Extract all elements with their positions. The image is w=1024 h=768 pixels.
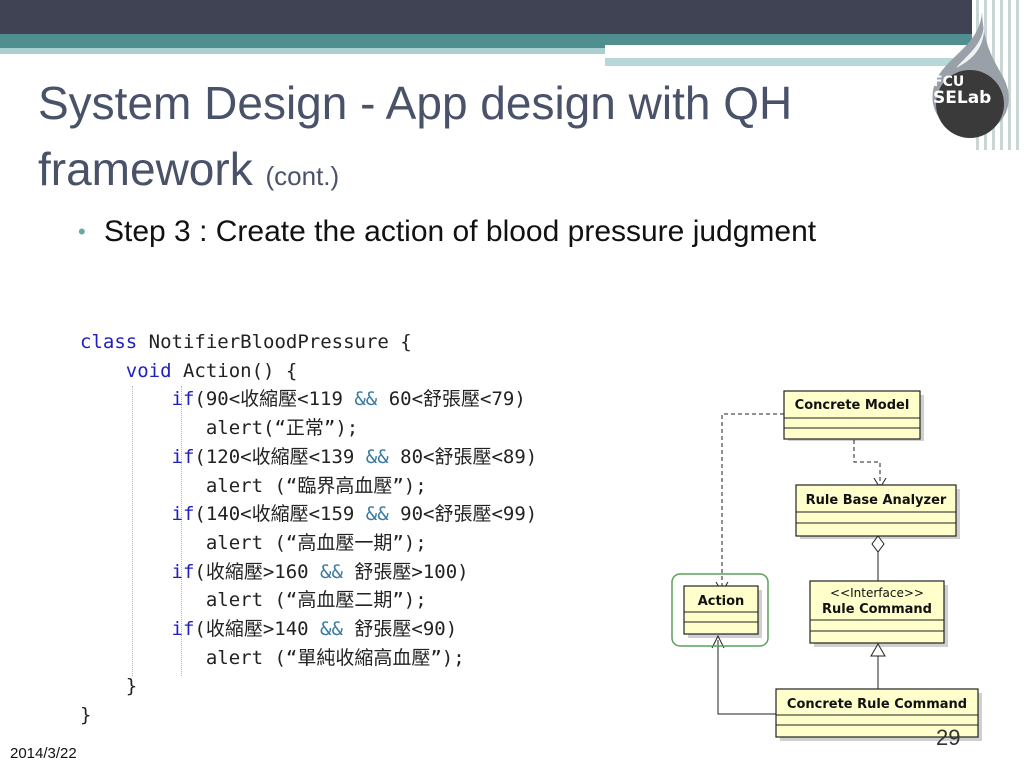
- logo-text: FCU SELab: [933, 74, 993, 108]
- code-line-6: alert (“臨界高血壓”);: [205, 474, 427, 497]
- uml-label-concrete-rule-command: Concrete Rule Command: [787, 697, 967, 712]
- bullet-dot-icon: •: [78, 219, 86, 244]
- uml-class-concrete-model: Concrete Model: [783, 390, 921, 440]
- header-band-teal: [0, 34, 1024, 48]
- code-block: class NotifierBloodPressure { void Actio…: [80, 328, 537, 730]
- code-line-7: if(140<收縮壓<159 && 90<舒張壓<99): [171, 503, 538, 526]
- slide-date: 2014/3/22: [10, 745, 77, 762]
- code-line-8: alert (“高血壓一期”);: [205, 531, 427, 554]
- uml-class-action: Action: [683, 585, 759, 635]
- uml-connectors: [711, 413, 887, 715]
- bullet-item: • Step 3 : Create the action of blood pr…: [78, 208, 838, 256]
- code-line-4: alert(“正常”);: [205, 417, 359, 440]
- page-number: 29: [936, 725, 961, 750]
- uml-label-concrete-model: Concrete Model: [795, 398, 910, 413]
- slide-title-main: System Design - App design with QH frame…: [38, 77, 793, 195]
- uml-class-rule-base-analyzer: Rule Base Analyzer: [795, 484, 957, 537]
- code-line-11: if(收縮壓>140 && 舒張壓<90): [171, 618, 458, 641]
- code-line-12: alert (“單純收縮高血壓”);: [205, 646, 465, 669]
- code-indent-guide: [181, 386, 182, 676]
- slide-title: System Design - App design with QH frame…: [38, 70, 918, 209]
- code-line-2: void Action() {: [125, 359, 298, 382]
- uml-label-rule-command: Rule Command: [822, 602, 932, 617]
- logo-line1: FCU: [933, 74, 965, 90]
- uml-label-rule-base-analyzer: Rule Base Analyzer: [806, 493, 947, 508]
- logo-line2: SELab: [933, 88, 992, 108]
- code-line-1: class NotifierBloodPressure {: [80, 331, 412, 353]
- code-line-10: alert (“高血壓二期”);: [205, 589, 427, 612]
- code-indent-guide: [132, 386, 133, 676]
- slide-title-sub: (cont.): [265, 161, 340, 191]
- code-line-13: }: [125, 675, 138, 698]
- header-band-dark: [0, 0, 1024, 34]
- uml-interface-rule-command: <<Interface>> Rule Command: [809, 580, 945, 644]
- header-band-light: [0, 48, 1024, 54]
- bullet-text: Step 3 : Create the action of blood pres…: [104, 215, 817, 248]
- uml-label-interface-stereotype: <<Interface>>: [830, 586, 924, 600]
- code-line-5: if(120<收縮壓<139 && 80<舒張壓<89): [171, 445, 538, 468]
- code-line-14: }: [80, 704, 92, 727]
- fcu-selab-logo-icon: [932, 12, 1009, 138]
- header-band-light-right: [605, 58, 1024, 66]
- action-highlight: [671, 573, 769, 647]
- uml-label-action: Action: [698, 594, 745, 609]
- code-line-3: if(90<收縮壓<119 && 60<舒張壓<79): [171, 388, 526, 411]
- code-line-9: if(收縮壓>160 && 舒張壓>100): [171, 560, 469, 583]
